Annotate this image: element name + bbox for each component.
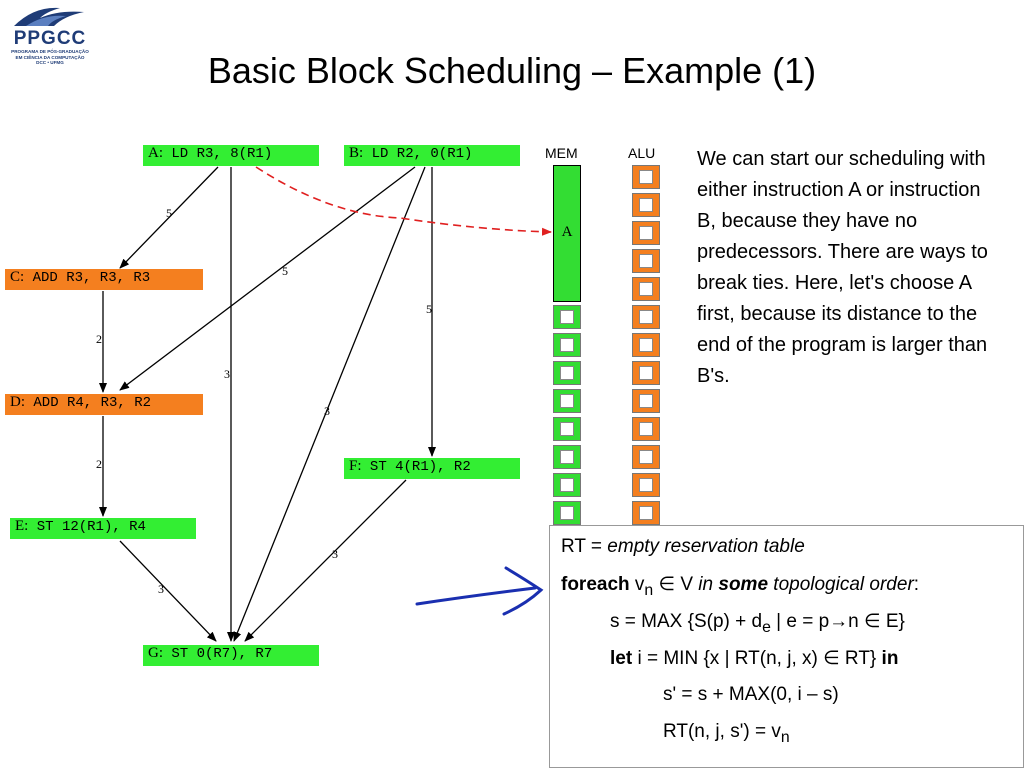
- logo-subtitle-line: DCC • UFMG: [36, 60, 64, 65]
- node-id: G:: [148, 645, 163, 661]
- algo-text: | e = p→n ∈ E}: [770, 611, 905, 632]
- edge-weight-f-g: 3: [332, 547, 338, 561]
- alu-slot: [632, 249, 660, 273]
- algo-keyword: foreach: [561, 574, 630, 595]
- algo-text: i = MIN {x | RT(n, j, x) ∈ RT}: [632, 648, 882, 669]
- mem-slot-a: A: [553, 165, 581, 302]
- algo-subscript: n: [644, 581, 654, 599]
- algo-line-3: s = MAX {S(p) + de | e = p→n ∈ E}: [610, 610, 905, 637]
- edge-weight-b-g: 3: [324, 404, 330, 418]
- edge-weight-b-d: 5: [282, 264, 288, 278]
- node-id: F:: [349, 458, 362, 474]
- alu-slot: [632, 389, 660, 413]
- mem-slot: [553, 389, 581, 413]
- algo-text: RT =: [561, 536, 608, 557]
- edge-weight-c-d: 2: [96, 332, 102, 346]
- mem-column-label: MEM: [545, 145, 578, 161]
- pen-arrow-icon: [415, 566, 544, 616]
- node-instruction: LD R3, 8(R1): [163, 146, 273, 162]
- mem-slot: [553, 501, 581, 525]
- alu-column-label: ALU: [628, 145, 656, 161]
- algo-text: v: [629, 574, 645, 595]
- node-id: A:: [148, 145, 163, 161]
- node-instruction: LD R2, 0(R1): [363, 146, 473, 162]
- node-f: F: ST 4(R1), R2: [344, 458, 520, 479]
- algo-text: empty reservation table: [607, 536, 805, 557]
- edge-weight-e-g: 3: [158, 582, 164, 596]
- logo-subtitle-line: EM CIÊNCIA DA COMPUTAÇÃO: [15, 54, 85, 60]
- mem-slot: [553, 445, 581, 469]
- algo-subscript: n: [780, 728, 790, 746]
- node-e: E: ST 12(R1), R4: [10, 518, 196, 539]
- node-d: D: ADD R4, R3, R2: [5, 394, 203, 415]
- alu-slot: [632, 417, 660, 441]
- alu-slot: [632, 333, 660, 357]
- algorithm-box: RT = empty reservation table foreach vn …: [549, 525, 1024, 768]
- node-instruction: ST 4(R1), R2: [361, 459, 471, 475]
- node-instruction: ADD R4, R3, R2: [25, 395, 152, 411]
- edge-weight-a-c: 5: [166, 206, 172, 220]
- alu-slot: [632, 473, 660, 497]
- alu-slot: [632, 165, 660, 189]
- mem-slot: [553, 417, 581, 441]
- node-instruction: ST 12(R1), R4: [28, 519, 146, 535]
- logo-subtitle-line: PROGRAMA DE PÓS-GRADUAÇÃO: [11, 49, 89, 54]
- algo-text: in: [698, 574, 719, 595]
- explanation-text: We can start our scheduling with either …: [697, 148, 988, 387]
- algo-line-6: RT(n, j, s') = vn: [663, 721, 790, 747]
- alu-slot: [632, 277, 660, 301]
- node-c: C: ADD R3, R3, R3: [5, 269, 203, 290]
- node-g: G: ST 0(R7), R7: [143, 645, 319, 666]
- slide-title: Basic Block Scheduling – Example (1): [207, 50, 817, 91]
- alu-slot: [632, 501, 660, 525]
- algo-text: topological order: [768, 574, 914, 595]
- edge-e-g: [119, 540, 217, 642]
- edge-b-d: [119, 166, 416, 391]
- edge-weight-d-e: 2: [96, 457, 102, 471]
- alu-slot: [632, 445, 660, 469]
- node-id: B:: [349, 145, 364, 161]
- node-instruction: ST 0(R7), R7: [163, 646, 273, 662]
- mem-slot: [553, 305, 581, 329]
- logo-wing-icon: [14, 7, 84, 26]
- algo-keyword: in: [881, 648, 899, 669]
- edge-weight-b-f: 5: [426, 302, 432, 316]
- node-instruction: ADD R3, R3, R3: [24, 270, 151, 286]
- mem-slot: [553, 473, 581, 497]
- algo-line-2: foreach vn ∈ V in some topological order…: [561, 573, 919, 600]
- logo-subtitle: PROGRAMA DE PÓS-GRADUAÇÃO EM CIÊNCIA DA …: [4, 49, 96, 66]
- alu-slot: [632, 221, 660, 245]
- algo-line-5: s' = s + MAX(0, i – s): [663, 684, 839, 705]
- algo-text: s = MAX {S(p) + d: [610, 611, 763, 632]
- edge-f-g: [244, 479, 407, 642]
- mem-slot: [553, 361, 581, 385]
- node-id: D:: [10, 394, 25, 410]
- edge-b-g: [233, 166, 426, 642]
- algo-subscript: e: [762, 618, 771, 636]
- logo-name: PPGCC: [13, 28, 87, 49]
- algo-line-1: RT = empty reservation table: [561, 536, 805, 558]
- node-id: E:: [15, 518, 29, 534]
- alu-slot: [632, 193, 660, 217]
- algo-line-4: let i = MIN {x | RT(n, j, x) ∈ RT} in: [610, 647, 898, 670]
- alu-slot: [632, 305, 660, 329]
- algo-keyword: some: [718, 574, 769, 595]
- algo-text: ∈ V: [653, 574, 699, 595]
- schedule-arrow-a-to-mem: [255, 166, 552, 236]
- node-b: B: LD R2, 0(R1): [344, 145, 520, 166]
- algo-text: RT(n, j, s') = v: [663, 721, 781, 742]
- node-a: A: LD R3, 8(R1): [143, 145, 319, 166]
- edge-a-c: [119, 166, 219, 269]
- algo-keyword: let: [610, 648, 633, 669]
- edge-weight-a-g: 3: [224, 367, 230, 381]
- ppgcc-logo: PPGCC PROGRAMA DE PÓS-GRADUAÇÃO EM CIÊNC…: [4, 4, 96, 66]
- mem-slot: [553, 333, 581, 357]
- algo-text: :: [913, 574, 920, 595]
- alu-slot: [632, 361, 660, 385]
- node-id: C:: [10, 269, 25, 285]
